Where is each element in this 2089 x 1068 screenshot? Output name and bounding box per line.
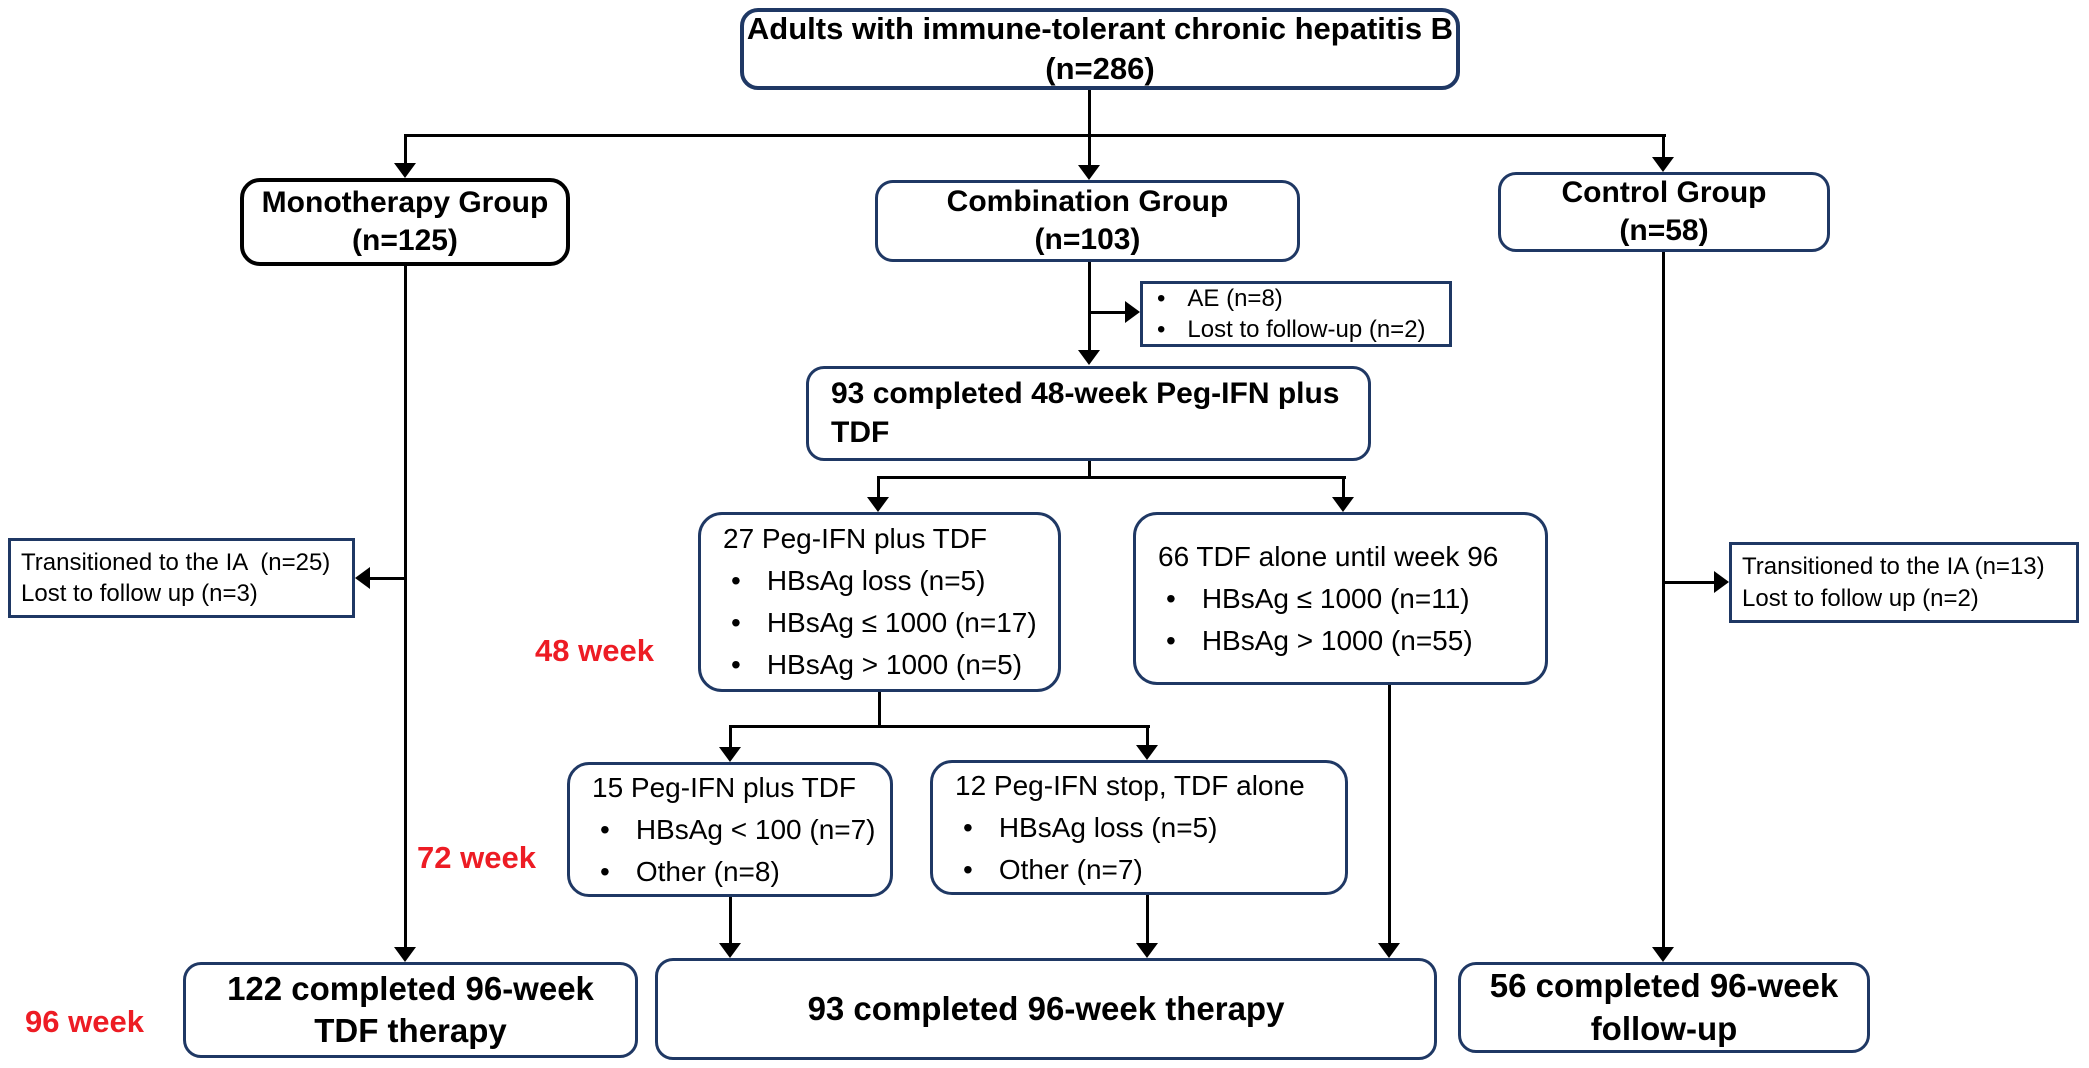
list-item: HBsAg ≤ 1000 (n=17) xyxy=(723,602,1048,644)
connector-top-branch xyxy=(404,134,1666,137)
week72-left-title: 15 Peg-IFN plus TDF xyxy=(592,771,857,803)
combination-line2: (n=103) xyxy=(1034,223,1141,256)
arrowhead-monotherapy xyxy=(394,163,416,178)
completed48-line2: TDF xyxy=(831,415,890,449)
arrowhead-outcome-monotherapy xyxy=(394,947,416,962)
arrowhead-66box xyxy=(1332,497,1354,512)
connector-to-15box xyxy=(729,725,732,749)
connector-completed48-down xyxy=(1088,459,1091,478)
connector-66box-down xyxy=(1388,683,1391,945)
combination-dropout-box: AE (n=8) Lost to follow-up (n=2) xyxy=(1140,281,1452,347)
outcome-combination-box: 93 completed 96-week therapy xyxy=(655,958,1437,1060)
control-line2: (n=58) xyxy=(1619,214,1709,247)
monotherapy-line1: Monotherapy Group xyxy=(261,185,549,219)
list-item: HBsAg > 1000 (n=5) xyxy=(723,644,1048,686)
connector-to-66box xyxy=(1342,476,1345,499)
control-group-box: Control Group (n=58) xyxy=(1498,172,1830,252)
connector-to-control xyxy=(1662,134,1665,158)
connector-to-combination xyxy=(1088,134,1091,166)
connector-week72-branch xyxy=(729,725,1150,728)
arrowhead-control xyxy=(1652,157,1674,172)
mono-dropout-line2: Lost to follow up (n=3) xyxy=(21,580,258,607)
dropout-item: Lost to follow-up (n=2) xyxy=(1151,314,1441,345)
outcome-control-line2: follow-up xyxy=(1590,1009,1738,1047)
timeline-label-96week: 96 week xyxy=(25,1004,144,1039)
arrowhead-completed48 xyxy=(1078,350,1100,365)
control-dropout-box: Transitioned to the IA (n=13) Lost to fo… xyxy=(1729,542,2079,623)
connector-week48-branch xyxy=(877,476,1346,479)
outcome-mono-line2: TDF therapy xyxy=(314,1012,507,1049)
combination-group-box: Combination Group (n=103) xyxy=(875,180,1300,262)
week72-right-title: 12 Peg-IFN stop, TDF alone xyxy=(955,769,1305,801)
arrowhead-ae-box xyxy=(1125,301,1140,323)
week48-right-title: 66 TDF alone until week 96 xyxy=(1158,540,1499,572)
week72-tdf-alone-box: 12 Peg-IFN stop, TDF alone HBsAg loss (n… xyxy=(930,760,1348,895)
timeline-label-72week: 72 week xyxy=(417,840,536,875)
arrowhead-combination xyxy=(1078,165,1100,180)
week72-pegifn-tdf-box: 15 Peg-IFN plus TDF HBsAg < 100 (n=7) Ot… xyxy=(567,762,893,897)
arrowhead-15box xyxy=(719,747,741,762)
connector-12box-down xyxy=(1146,893,1149,945)
connector-to-27box xyxy=(877,476,880,499)
outcome-control-line1: 56 completed 96-week xyxy=(1489,967,1839,1005)
arrowhead-27box xyxy=(867,497,889,512)
connector-15box-down xyxy=(729,895,732,945)
timeline-label-48week: 48 week xyxy=(535,633,654,668)
completed48-line1: 93 completed 48-week Peg-IFN plus xyxy=(831,377,1340,411)
week48-tdf-alone-box: 66 TDF alone until week 96 HBsAg ≤ 1000 … xyxy=(1133,512,1548,685)
connector-enrollment-down xyxy=(1088,88,1091,136)
outcome-mono-line1: 122 completed 96-week xyxy=(227,969,594,1007)
list-item: Other (n=7) xyxy=(955,849,1335,891)
enrollment-line2: (n=286) xyxy=(1045,51,1155,86)
week48-left-title: 27 Peg-IFN plus TDF xyxy=(723,523,988,554)
completed-48week-box: 93 completed 48-week Peg-IFN plus TDF xyxy=(806,366,1371,461)
monotherapy-line2: (n=125) xyxy=(352,224,458,257)
connector-to-mono-dropout xyxy=(368,577,406,580)
outcome-monotherapy-box: 122 completed 96-week TDF therapy xyxy=(183,962,638,1058)
enrollment-line1: Adults with immune-tolerant chronic hepa… xyxy=(746,11,1454,47)
connector-monotherapy-down xyxy=(404,264,407,948)
outcome-combo-text: 93 completed 96-week therapy xyxy=(807,989,1285,1027)
control-dropout-line1: Transitioned to the IA (n=13) xyxy=(1742,553,2045,581)
list-item: HBsAg loss (n=5) xyxy=(723,560,1048,602)
arrowhead-outcome-control xyxy=(1652,947,1674,962)
list-item: HBsAg loss (n=5) xyxy=(955,807,1335,849)
arrowhead-control-dropout xyxy=(1714,571,1729,593)
control-line1: Control Group xyxy=(1561,175,1767,209)
connector-combination-down xyxy=(1088,260,1091,352)
monotherapy-dropout-box: Transitioned to the IA (n=25) Lost to fo… xyxy=(8,538,355,618)
connector-control-down xyxy=(1662,250,1665,948)
dropout-item: AE (n=8) xyxy=(1151,283,1441,314)
arrowhead-outcome-combo-left xyxy=(719,943,741,958)
enrollment-box: Adults with immune-tolerant chronic hepa… xyxy=(740,8,1460,90)
combination-line1: Combination Group xyxy=(946,184,1229,218)
connector-to-ae-box xyxy=(1088,311,1126,314)
outcome-control-box: 56 completed 96-week follow-up xyxy=(1458,962,1870,1053)
control-dropout-line2: Lost to follow up (n=2) xyxy=(1742,584,1979,612)
arrowhead-outcome-combo-mid xyxy=(1136,943,1158,958)
connector-to-12box xyxy=(1146,725,1149,747)
list-item: Other (n=8) xyxy=(592,851,880,893)
week48-pegifn-tdf-box: 27 Peg-IFN plus TDF HBsAg loss (n=5) HBs… xyxy=(698,512,1061,692)
arrowhead-12box xyxy=(1136,745,1158,760)
mono-dropout-line1: Transitioned to the IA (n=25) xyxy=(21,548,331,576)
connector-to-monotherapy xyxy=(404,134,407,165)
connector-27box-down xyxy=(878,690,881,727)
list-item: HBsAg ≤ 1000 (n=11) xyxy=(1158,578,1535,620)
connector-to-control-dropout xyxy=(1662,581,1716,584)
arrowhead-outcome-combo-right xyxy=(1378,943,1400,958)
arrowhead-mono-dropout xyxy=(355,567,370,589)
monotherapy-group-box: Monotherapy Group (n=125) xyxy=(240,178,570,266)
list-item: HBsAg < 100 (n=7) xyxy=(592,809,880,851)
list-item: HBsAg > 1000 (n=55) xyxy=(1158,620,1535,662)
